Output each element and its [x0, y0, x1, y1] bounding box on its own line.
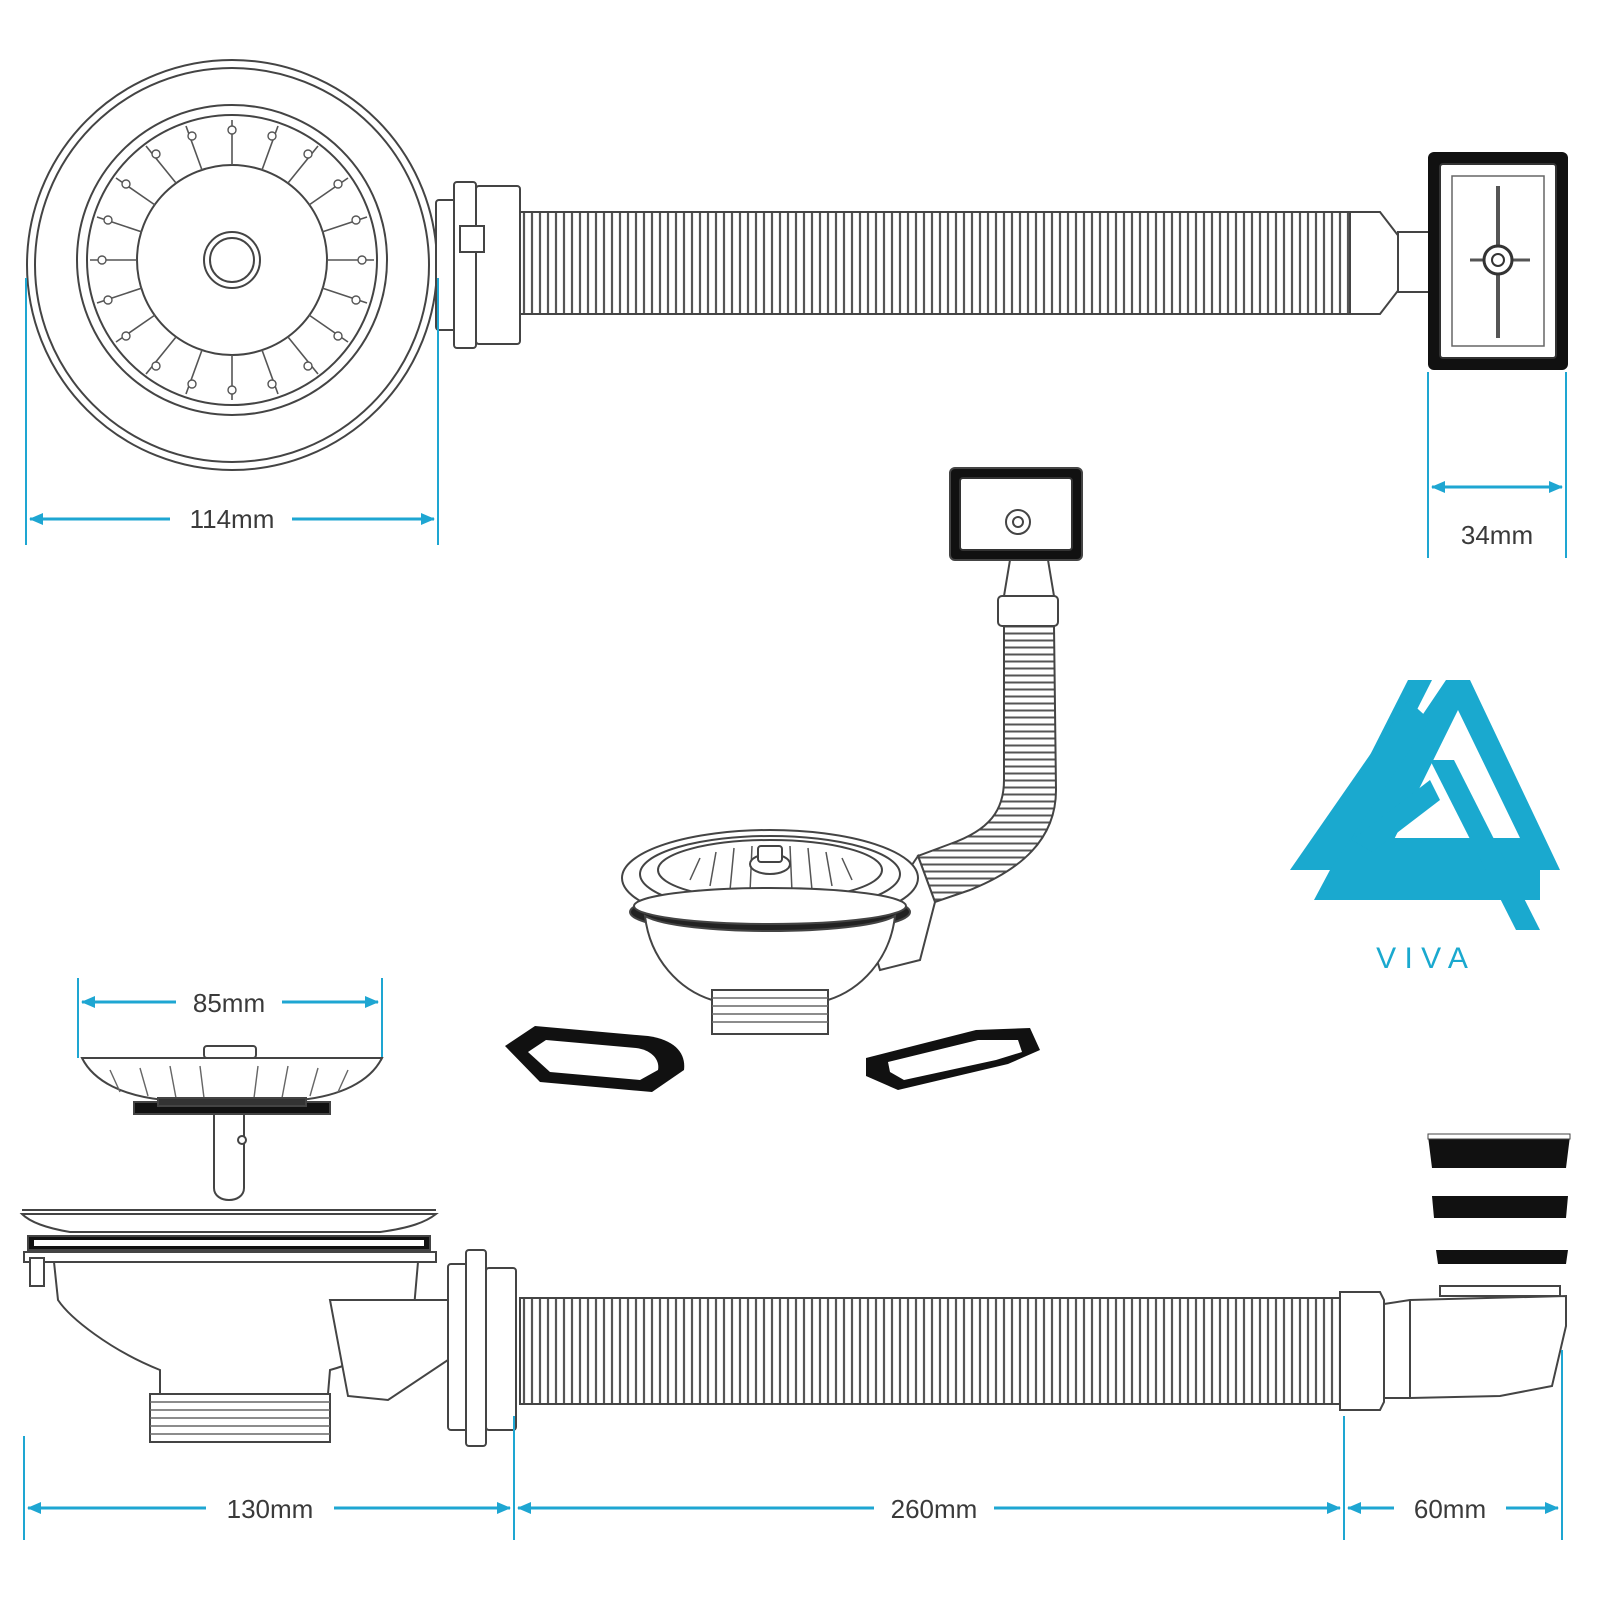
dim-label-85: 85mm	[193, 988, 265, 1018]
dim-label-114: 114mm	[190, 504, 275, 534]
bottom-waste-side-view	[19, 1209, 1567, 1447]
iso-assembly	[621, 467, 1083, 1035]
viva-logo-text: V I V A	[1376, 942, 1468, 975]
dim-label-34: 34mm	[1461, 520, 1533, 550]
basket-side-view	[80, 1045, 384, 1201]
dim-label-260: 260mm	[891, 1494, 978, 1524]
top-strainer-view	[26, 59, 438, 471]
dim-114	[25, 278, 439, 545]
gasket-right	[866, 1028, 1040, 1090]
gasket-left	[505, 1026, 685, 1092]
dim-34	[1427, 372, 1567, 558]
viva-logo-mark	[1290, 680, 1560, 930]
dim-130-260-60	[23, 1350, 1563, 1540]
washers-stack	[1427, 1133, 1571, 1264]
top-hose-assembly	[435, 181, 1433, 349]
dim-85	[77, 978, 383, 1058]
dim-label-130: 130mm	[227, 1494, 314, 1524]
top-overflow-plate	[1428, 152, 1568, 370]
dim-label-60: 60mm	[1414, 1494, 1486, 1524]
